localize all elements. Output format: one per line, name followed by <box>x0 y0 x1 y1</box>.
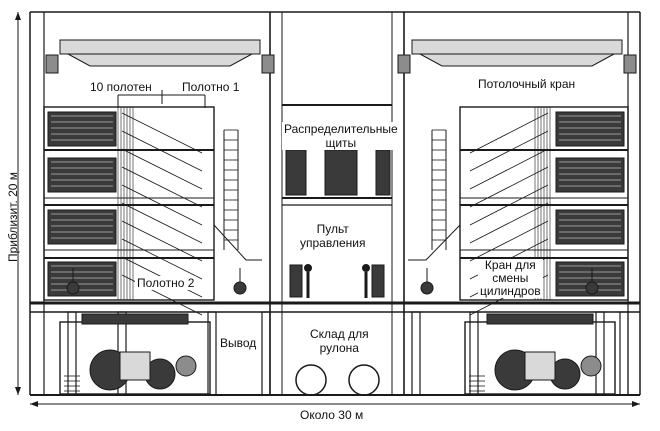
left-press-unit <box>43 39 275 395</box>
ceiling-crane-right-trolley <box>419 53 615 67</box>
width-arrow-right <box>632 401 640 407</box>
left-tower-web-3 <box>121 166 203 208</box>
right-press-unit <box>397 39 637 395</box>
width-arrow-left <box>30 401 38 407</box>
label-panel-1: Полотно 1 <box>180 80 242 94</box>
right-tower-web-6 <box>469 220 549 262</box>
ramp-right <box>408 224 461 261</box>
center-section <box>285 149 391 396</box>
height-arrow-top <box>15 12 21 20</box>
folder-right-drum-c <box>580 355 602 377</box>
left-tower-web-4 <box>121 184 203 226</box>
label-panel-2: Полотно 2 <box>135 276 197 290</box>
left-tower-web-6 <box>121 220 203 262</box>
left-tower-roller-block-0 <box>47 111 117 147</box>
label-output: Вывод <box>218 336 259 350</box>
left-tower-web-5 <box>121 202 203 244</box>
control-desk-right <box>371 264 385 298</box>
hook-weight-1 <box>233 281 247 295</box>
right-tower-web-2 <box>469 148 549 190</box>
folder-left-drum-c <box>175 355 197 377</box>
ceiling-crane-left-trolley <box>67 53 253 67</box>
building-structure <box>29 11 641 396</box>
paper-roll-left <box>295 364 327 396</box>
folder-right-top-beam <box>486 313 594 325</box>
right-tower-web-3 <box>469 166 549 208</box>
pillar-3 <box>261 311 271 396</box>
folder-left-top-beam <box>81 313 189 325</box>
right-tower-roller-block-2 <box>555 209 625 245</box>
label-ceiling-crane: Потолочный кран <box>476 77 578 91</box>
pillar-0 <box>67 311 77 396</box>
left-tower-web-2 <box>121 148 203 190</box>
folder-right-gearbox <box>524 351 556 381</box>
control-desk-left <box>289 264 303 298</box>
label-control-desk: Пульт управления <box>298 222 368 250</box>
label-cylinder-crane: Кран для смены цилиндров <box>478 258 543 298</box>
ceiling-crane-left-rail-right <box>261 54 275 74</box>
ceiling-crane-right-rail-right <box>623 54 637 74</box>
ceiling-crane-right-beam <box>411 39 623 55</box>
right-tower-roller-block-1 <box>555 157 625 193</box>
dimension-lines <box>15 12 640 407</box>
ceiling-crane-right-rail-left <box>397 54 411 74</box>
left-tower-roller-block-1 <box>47 157 117 193</box>
pillar-5 <box>469 311 479 396</box>
pillar-6 <box>595 311 605 396</box>
ramp-left <box>213 224 262 261</box>
label-width-dimension: Около 30 м <box>298 408 366 422</box>
left-tower-roller-block-2 <box>47 209 117 245</box>
distribution-cabinet-0 <box>285 149 307 196</box>
left-tower-web-1 <box>121 130 203 172</box>
left-tower-web-7 <box>121 238 203 280</box>
pillar-4 <box>411 311 421 396</box>
label-10-panels: 10 полотен <box>88 80 154 94</box>
ceiling-crane-left-rail-left <box>45 54 59 74</box>
distribution-cabinet-1 <box>324 149 358 196</box>
paper-roll-right <box>348 364 380 396</box>
left-tower-web-0 <box>121 112 203 154</box>
label-distribution-boards: Распределительные щиты <box>282 122 400 150</box>
distribution-cabinet-2 <box>375 149 391 196</box>
right-tower-web-0 <box>469 112 549 154</box>
operator-left-head <box>304 264 312 272</box>
ceiling-crane-left-beam <box>59 39 261 55</box>
right-tower-roller-block-0 <box>555 111 625 147</box>
label-roll-storage: Склад для рулона <box>308 327 371 355</box>
pillar-7 <box>619 311 629 396</box>
pillar-2 <box>207 311 217 396</box>
hook-weight-2 <box>420 281 434 295</box>
left-tower-frame <box>43 106 215 301</box>
hook-weight-0 <box>66 281 80 295</box>
right-tower-web-5 <box>469 202 549 244</box>
folder-left-gearbox <box>119 351 151 381</box>
height-arrow-bottom <box>15 387 21 395</box>
operator-right-head <box>362 264 370 272</box>
hook-weight-3 <box>585 281 599 295</box>
label-height-dimension: Приблизит. 20 м <box>6 171 20 262</box>
left-tower-roller-block-3 <box>47 261 117 297</box>
